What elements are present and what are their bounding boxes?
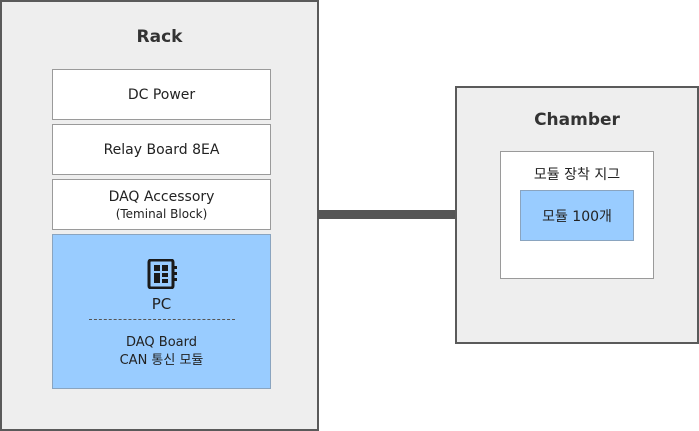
rack-panel: Rack DC Power Relay Board 8EA DAQ Access… (0, 0, 319, 431)
pc-box: PC DAQ Board CAN 통신 모듈 (52, 234, 271, 389)
pc-divider (88, 319, 235, 320)
rack-title: Rack (136, 27, 183, 47)
dc-power-box: DC Power (52, 69, 271, 120)
module-label: 모듈 100개 (542, 208, 612, 225)
cpu-icon (147, 259, 177, 289)
chamber-title: Chamber (534, 110, 620, 130)
relay-board-label: Relay Board 8EA (103, 141, 220, 158)
rack-chamber-connector (318, 210, 456, 219)
pc-components: DAQ Board CAN 통신 모듈 (120, 334, 204, 370)
daq-accessory-box: DAQ Accessory (Teminal Block) (52, 179, 271, 230)
jig-box: 모듈 장착 지그 모듈 100개 (500, 151, 654, 279)
jig-label: 모듈 장착 지그 (533, 167, 621, 183)
daq-accessory-sublabel: (Teminal Block) (115, 206, 208, 221)
daq-accessory-label: DAQ Accessory (108, 188, 215, 205)
pc-line-daq-board: DAQ Board (125, 335, 198, 350)
module-box: 모듈 100개 (520, 190, 634, 241)
pc-line-can-module: CAN 통신 모듈 (119, 353, 204, 368)
pc-label: PC (151, 295, 172, 313)
dc-power-label: DC Power (127, 86, 196, 103)
relay-board-box: Relay Board 8EA (52, 124, 271, 175)
